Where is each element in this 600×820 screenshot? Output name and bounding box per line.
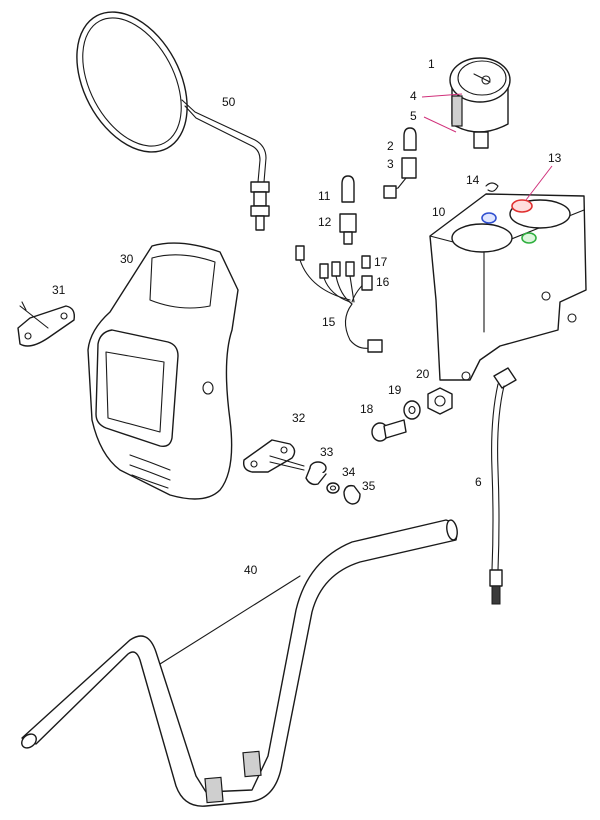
- label-1: 1: [428, 57, 435, 71]
- label-35: 35: [362, 479, 376, 493]
- part-19-washer: [403, 400, 421, 420]
- label-13: 13: [548, 151, 562, 165]
- label-4: 4: [410, 89, 417, 103]
- label-20: 20: [416, 367, 430, 381]
- leader-4: [421, 93, 463, 98]
- label-10: 10: [432, 205, 446, 219]
- part-30-headlight-cowl: [87, 242, 239, 500]
- part-10-instrument-housing: [429, 193, 587, 381]
- label-15: 15: [322, 315, 336, 329]
- label-16: 16: [376, 275, 390, 289]
- leader-5: [423, 116, 457, 133]
- label-30: 30: [120, 252, 134, 266]
- part-32-bracket: [242, 439, 305, 473]
- part-20-nut: [427, 387, 453, 415]
- label-6: 6: [475, 475, 482, 489]
- label-12: 12: [318, 215, 332, 229]
- part-6-speedometer-cable: [489, 367, 517, 605]
- label-18: 18: [360, 402, 374, 416]
- label-19: 19: [388, 383, 402, 397]
- label-17: 17: [374, 255, 388, 269]
- label-40: 40: [244, 563, 258, 577]
- part-2-bulb: [403, 127, 417, 151]
- label-14: 14: [466, 173, 480, 187]
- indicator-green: [521, 232, 537, 244]
- part-17-bulb: [361, 255, 371, 269]
- part-14-clip: [485, 182, 499, 192]
- part-1-speedometer: [449, 57, 511, 149]
- part-13-indicator-red: [511, 199, 533, 213]
- part-12-socket: [339, 213, 357, 245]
- part-15-wiring-harness: [295, 245, 383, 353]
- part-50-mirror: [76, 11, 270, 231]
- part-18-bolt: [371, 419, 407, 442]
- part-33-spacer: [305, 461, 327, 486]
- label-50: 50: [222, 95, 236, 109]
- leader-lines: [421, 93, 553, 201]
- part-16-socket: [361, 275, 373, 291]
- label-32: 32: [292, 411, 306, 425]
- label-34: 34: [342, 465, 356, 479]
- label-5: 5: [410, 109, 417, 123]
- leader-13: [525, 165, 553, 201]
- part-34-washer: [326, 482, 340, 494]
- part-31-bracket: [17, 301, 76, 347]
- label-3: 3: [387, 157, 394, 171]
- part-35-cap-nut: [343, 484, 361, 505]
- label-2: 2: [387, 139, 394, 153]
- indicator-blue: [481, 212, 497, 224]
- label-11: 11: [318, 189, 331, 203]
- part-11-bulb: [341, 175, 355, 203]
- label-33: 33: [320, 445, 334, 459]
- part-3-socket: [383, 157, 417, 199]
- label-31: 31: [52, 283, 66, 297]
- part-40-handlebar: [21, 519, 458, 807]
